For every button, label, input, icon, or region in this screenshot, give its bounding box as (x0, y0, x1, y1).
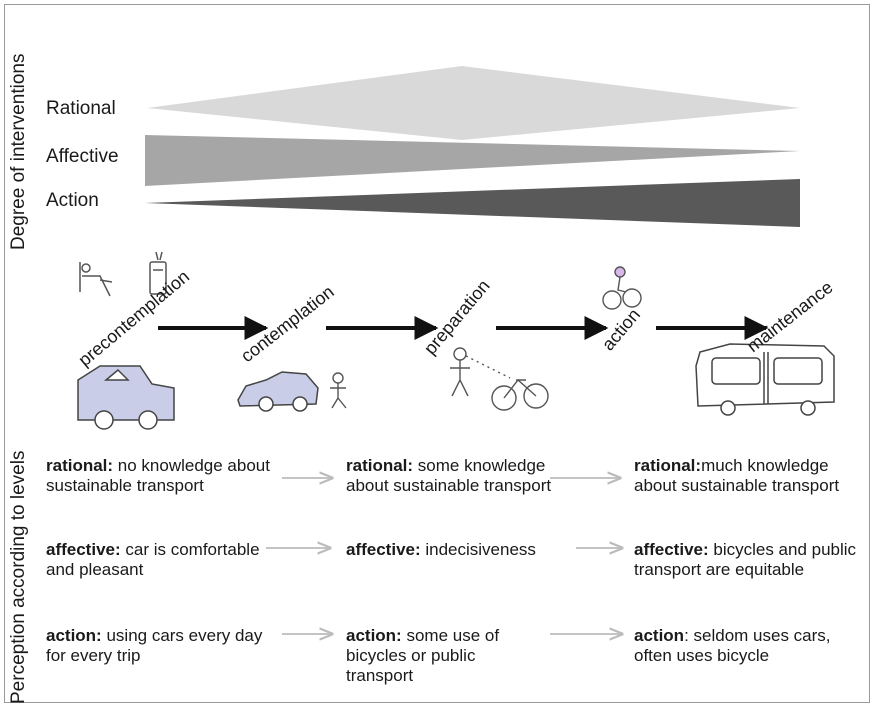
affective-cell-1: affective: car is comfortable and pleasa… (46, 540, 271, 580)
cell-text: some knowledge about sustainable transpo… (346, 456, 552, 495)
cell-text: bicycles and public transport are equita… (634, 540, 857, 579)
cell-term: affective: (346, 540, 421, 559)
cell-term: affective: (46, 540, 121, 559)
cell-term: rational: (346, 456, 414, 475)
person-on-chair-sketch (79, 262, 113, 297)
rational-wedge (147, 66, 800, 140)
affective-wedge (145, 135, 800, 186)
cell-term: rational: (634, 456, 702, 475)
car-sketch-1 (77, 365, 175, 430)
cell-term: rational: (46, 456, 114, 475)
cell-text: car is comfortable and pleasant (46, 540, 260, 579)
action-wedge (145, 179, 800, 227)
cell-term: action: (46, 626, 102, 645)
rational-cell-1: rational: no knowledge about sustainable… (46, 456, 286, 496)
intervention-label-action: Action (46, 190, 99, 211)
affective-cell-2: affective: indecisiveness (346, 540, 586, 560)
cell-term: affective: (634, 540, 709, 559)
action-cell-1: action: using cars every day for every t… (46, 626, 274, 666)
person-and-bicycle-sketch (450, 347, 549, 411)
cell-text: using cars every day for every trip (46, 626, 263, 665)
diagram-frame (4, 4, 870, 703)
rational-cell-2: rational: some knowledge about sustainab… (346, 456, 561, 496)
cell-term: action: (346, 626, 402, 645)
cell-text: indecisiveness (420, 540, 536, 559)
cyclist-sketch (602, 266, 642, 310)
action-cell-2: action: some use of bicycles or public t… (346, 626, 546, 686)
bus-sketch (695, 343, 835, 416)
cell-term: action (634, 626, 685, 645)
intervention-label-affective: Affective (46, 146, 119, 167)
car-sketch-2 (237, 371, 319, 412)
intervention-label-rational: Rational (46, 98, 116, 119)
cell-text: no knowledge about sustainable transport (46, 456, 270, 495)
affective-cell-3: affective: bicycles and public transport… (634, 540, 866, 580)
cell-text: much knowledge about sustainable transpo… (634, 456, 840, 495)
cell-text: : seldom uses cars, often uses bicycle (634, 626, 831, 665)
action-cell-3: action: seldom uses cars, often uses bic… (634, 626, 866, 666)
stick-figure-sketch (330, 372, 347, 409)
rational-cell-3: rational:much knowledge about sustainabl… (634, 456, 870, 496)
cell-text: some use of bicycles or public transport (346, 626, 500, 685)
person-at-machine-sketch (149, 251, 167, 295)
